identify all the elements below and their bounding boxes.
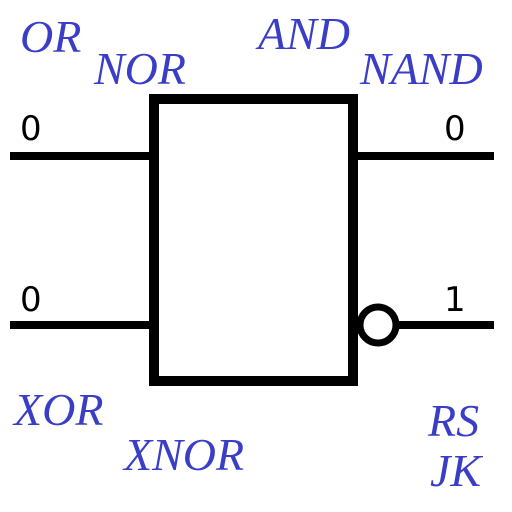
inversion-bubble <box>356 303 400 347</box>
nor-label: NOR <box>93 43 186 94</box>
rs-label: RS <box>427 395 479 446</box>
output-q-bar-value: 1 <box>444 280 466 320</box>
xor-label: XOR <box>12 384 103 435</box>
or-label: OR <box>20 11 81 62</box>
jk-label: JK <box>430 445 483 496</box>
nand-label: NAND <box>359 43 483 94</box>
and-label: AND <box>255 8 350 59</box>
input-b-value: 0 <box>20 280 42 320</box>
xnor-label: XNOR <box>122 429 244 480</box>
gate-body <box>149 94 358 386</box>
input-a-value: 0 <box>20 109 42 149</box>
output-q-value: 0 <box>444 109 466 149</box>
